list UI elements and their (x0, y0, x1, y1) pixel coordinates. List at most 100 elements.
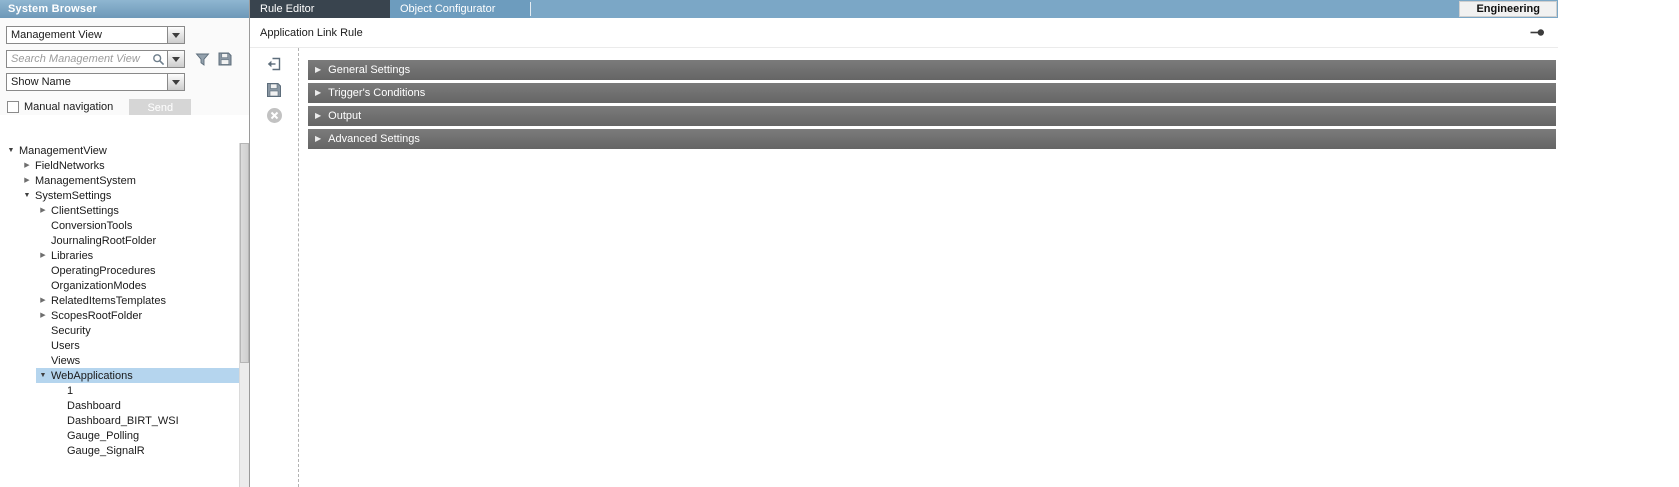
search-row (6, 50, 243, 68)
tab-object-configurator[interactable]: Object Configurator (390, 0, 530, 18)
tree-item-SystemSettings[interactable]: ▼ SystemSettings (20, 188, 239, 203)
tree-item-label[interactable]: JournalingRootFolder (51, 234, 157, 247)
tree-item-label[interactable]: ConversionTools (51, 219, 133, 232)
tab-rule-editor[interactable]: Rule Editor (250, 0, 390, 18)
save-button[interactable] (264, 81, 284, 98)
revert-icon (267, 57, 281, 70)
tree-item-ConversionTools[interactable]: ConversionTools (36, 218, 239, 233)
save-icon (267, 82, 281, 97)
tree-item-Gauge_SignalR[interactable]: Gauge_SignalR (52, 443, 239, 458)
tree-item-Users[interactable]: Users (36, 338, 239, 353)
tree-item-label[interactable]: Libraries (51, 249, 94, 262)
tree-item-label[interactable]: Dashboard_BIRT_WSI (67, 414, 179, 427)
tree-item-label[interactable]: ScopesRootFolder (51, 309, 143, 322)
tree-item-label[interactable]: OrganizationModes (51, 279, 147, 292)
chevron-right-icon[interactable]: ▶ (40, 297, 46, 304)
tree-area: ▼ ManagementView ▶ FieldNetworks ▶ Management… (0, 115, 249, 487)
tree-item-OrganizationModes[interactable]: OrganizationModes (36, 278, 239, 293)
section-general-settings[interactable]: ▶General Settings (308, 60, 1556, 80)
tree-item-ScopesRootFolder[interactable]: ▶ ScopesRootFolder (36, 308, 239, 323)
chevron-right-icon[interactable]: ▶ (40, 252, 46, 259)
tree-item-ClientSettings[interactable]: ▶ ClientSettings (36, 203, 239, 218)
tree-item-label[interactable]: Users (51, 339, 80, 352)
tree-item-label[interactable]: Gauge_SignalR (67, 444, 145, 457)
system-browser-panel: System Browser Management View (0, 0, 250, 487)
tree-item-RelatedItemsTemplates[interactable]: ▶ RelatedItemsTemplates (36, 293, 239, 308)
send-button[interactable]: Send (129, 99, 192, 115)
tree-scrollbar-thumb[interactable] (240, 143, 249, 364)
tree-item-Dashboard_BIRT_WSI[interactable]: Dashboard_BIRT_WSI (52, 413, 239, 428)
tree-item-label[interactable]: 1 (67, 384, 74, 397)
system-browser-controls: Management View (0, 18, 249, 115)
revert-button[interactable] (264, 55, 284, 72)
tree-item-label[interactable]: ClientSettings (51, 204, 119, 217)
tab-bar: Rule Editor Object Configurator Engineer… (250, 0, 1558, 18)
display-mode-combobox-value[interactable]: Show Name (11, 76, 71, 88)
tree-item-Dashboard[interactable]: Dashboard (52, 398, 239, 413)
search-box (6, 50, 185, 68)
chevron-right-icon[interactable]: ▶ (24, 177, 30, 184)
chevron-down-icon[interactable]: ▼ (23, 192, 31, 199)
section-advanced-settings[interactable]: ▶Advanced Settings (308, 129, 1556, 149)
tree-item-1[interactable]: 1 (52, 383, 239, 398)
pin-button[interactable] (1530, 28, 1545, 37)
chevron-down-icon[interactable]: ▼ (39, 372, 47, 379)
save-view-button[interactable] (218, 52, 232, 66)
tree-item-JournalingRootFolder[interactable]: JournalingRootFolder (36, 233, 239, 248)
tree-scrollbar[interactable] (239, 143, 249, 487)
tree-item-label[interactable]: SystemSettings (35, 189, 112, 202)
rule-editor-main: ▶General Settings▶Trigger's Conditions▶O… (250, 48, 1558, 487)
rule-header: Application Link Rule (250, 18, 1558, 48)
tree-item-label[interactable]: Views (51, 354, 81, 367)
chevron-right-icon[interactable]: ▶ (40, 312, 46, 319)
tree-item-label[interactable]: Security (51, 324, 91, 337)
tree-item-OperatingProcedures[interactable]: OperatingProcedures (36, 263, 239, 278)
tree-item-label[interactable]: FieldNetworks (35, 159, 105, 172)
tree-item-FieldNetworks[interactable]: ▶ FieldNetworks (20, 158, 239, 173)
engineering-button[interactable]: Engineering (1459, 1, 1557, 17)
view-combobox-arrow-button[interactable] (167, 27, 184, 43)
display-mode-combobox[interactable]: Show Name (6, 73, 185, 91)
tree-item-label[interactable]: ManagementSystem (35, 174, 136, 187)
search-icon[interactable] (150, 51, 167, 67)
tree-item-Libraries[interactable]: ▶ Libraries (36, 248, 239, 263)
tree-item-label[interactable]: ManagementView (19, 144, 107, 157)
chevron-down-icon (172, 79, 180, 85)
tree-item-label[interactable]: Dashboard (67, 399, 121, 412)
display-mode-combobox-arrow-button[interactable] (167, 74, 184, 90)
section-title: Trigger's Conditions (328, 87, 426, 99)
tree-item-label[interactable]: Gauge_Polling (67, 429, 140, 442)
tree-item-ManagementSystem[interactable]: ▶ ManagementSystem (20, 173, 239, 188)
chevron-right-icon[interactable]: ▶ (24, 162, 30, 169)
section-title: Advanced Settings (328, 133, 420, 145)
chevron-right-icon[interactable]: ▶ (40, 207, 46, 214)
tree-item-label[interactable]: WebApplications (51, 369, 133, 382)
save-icon (218, 52, 232, 66)
rule-sections: ▶General Settings▶Trigger's Conditions▶O… (299, 48, 1558, 487)
filter-button[interactable] (195, 53, 210, 66)
tree-item-Security[interactable]: Security (36, 323, 239, 338)
view-combobox-value[interactable]: Management View (11, 29, 102, 41)
manual-navigation-checkbox[interactable] (7, 101, 19, 113)
section-title: Output (328, 110, 362, 122)
chevron-down-icon (172, 32, 180, 38)
manual-navigation-row: Manual navigation Send (6, 99, 243, 115)
chevron-right-icon: ▶ (315, 88, 322, 97)
tree-item-Gauge_Polling[interactable]: Gauge_Polling (52, 428, 239, 443)
tree-item-ManagementView[interactable]: ▼ ManagementView (4, 143, 239, 158)
section-output[interactable]: ▶ Output (308, 106, 1556, 126)
section-trigger-s-conditions[interactable]: ▶ Trigger's Conditions (308, 83, 1556, 103)
search-combobox-arrow-button[interactable] (167, 51, 184, 67)
tree-item-label[interactable]: RelatedItemsTemplates (51, 294, 166, 307)
chevron-right-icon: ▶ (315, 65, 322, 74)
search-input[interactable] (7, 51, 150, 67)
tree-item-label[interactable]: OperatingProcedures (51, 264, 156, 277)
chevron-right-icon: ▶ (315, 111, 322, 120)
panel-header: System Browser (0, 0, 249, 18)
delete-button[interactable] (264, 107, 284, 124)
chevron-down-icon[interactable]: ▼ (7, 147, 15, 154)
system-browser-tree: ▼ ManagementView ▶ FieldNetworks ▶ Management… (0, 143, 239, 458)
view-combobox[interactable]: Management View (6, 26, 185, 44)
tree-item-WebApplications[interactable]: ▼ WebApplications (36, 368, 239, 383)
tree-item-Views[interactable]: Views (36, 353, 239, 368)
